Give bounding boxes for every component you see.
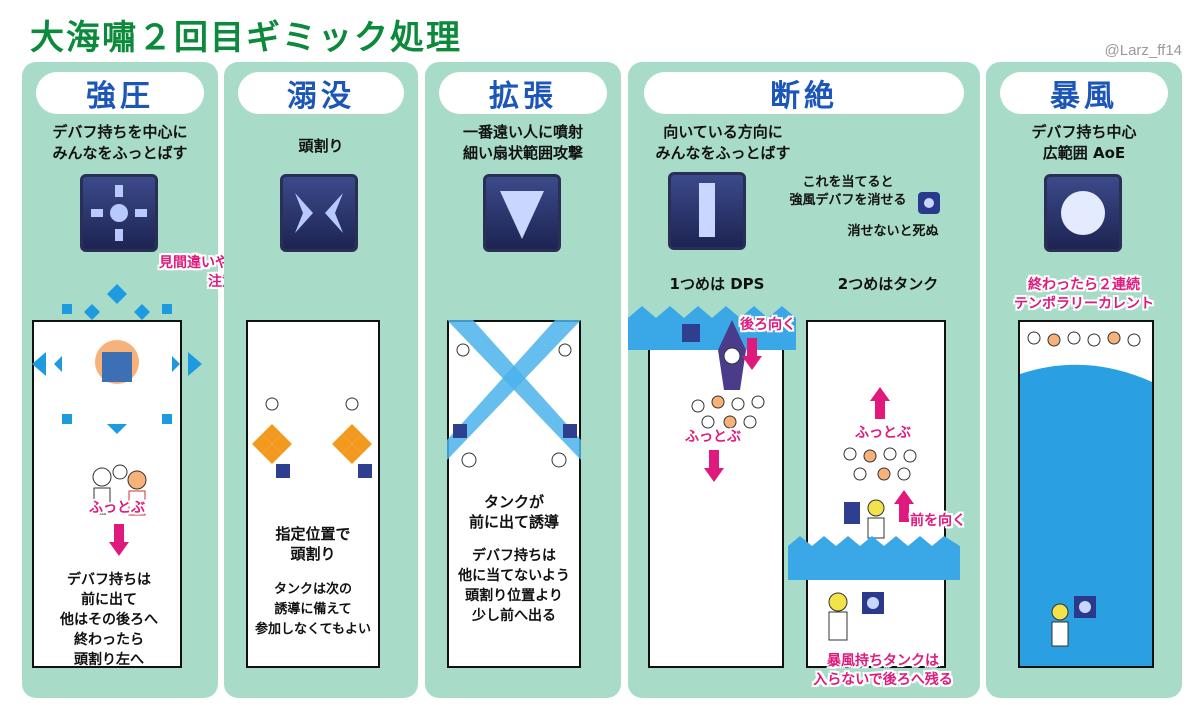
face-front-label: 前を向く — [910, 513, 966, 529]
panel-title: 暴風 — [1000, 72, 1168, 114]
first-target-label: 1つめは DPS — [669, 275, 765, 293]
gale-tank-graphic — [828, 592, 884, 641]
knockback-label: ふっとぶ — [855, 425, 911, 441]
wave-wall-second-graphic — [788, 536, 960, 580]
knockback-label: ふっとぶ — [89, 500, 145, 516]
knockback-label: ふっとぶ — [685, 429, 741, 445]
panel-dekibotsu: 溺没 頭割り 指定位置で頭割り タンクは次の誘導に備えて参加しなくてもよい — [224, 62, 418, 698]
panel-kakucho: 拡張 一番遠い人に噴射細い扇状範囲攻撃 タンクが前に出て誘導 デバフ持ちは他に当… — [425, 62, 621, 698]
explanation-text: タンクが前に出て誘導 — [468, 493, 559, 531]
panel-description: デバフ持ちを中心にみんなをふっとばす — [52, 123, 188, 162]
arena-field — [447, 320, 581, 668]
author-credit: @Larz_ff14 — [1104, 42, 1183, 59]
up-arrow-icon — [894, 490, 914, 522]
followup-note: 終わったら２連続テンポラリーカレント — [1014, 277, 1154, 312]
cone-attack-graphic — [447, 320, 581, 468]
page-title: 大海嘯２回目ギミック処理 — [30, 18, 462, 58]
up-arrow-icon — [870, 387, 890, 419]
face-back-label: 後ろ向く — [740, 317, 796, 333]
party-group-graphic — [92, 464, 147, 516]
panel-danzetsu: 断絶 向いている方向にみんなをふっとばす これを当てると強風デバフを消せる 消せ… — [628, 62, 980, 698]
debuff-pressure-icon — [80, 174, 158, 252]
debuff-severance-icon — [668, 172, 746, 250]
panel-bofu: 暴風 デバフ持ち中心広範囲 AoE 終わったら２連続テンポラリーカレント — [986, 62, 1182, 698]
debuff-gale-icon — [1044, 174, 1122, 252]
down-arrow-icon — [742, 338, 762, 370]
tank-note-text: タンクは次の誘導に備えて参加しなくてもよい — [255, 582, 371, 637]
panel-title: 拡張 — [439, 72, 607, 114]
panel-title: 溺没 — [238, 72, 404, 114]
panel-description: 頭割り — [298, 137, 344, 155]
tank-party-group-graphic — [843, 447, 917, 539]
panel-description: 向いている方向にみんなをふっとばす — [655, 123, 791, 162]
explanation-text: 指定位置で頭割り — [275, 525, 351, 563]
down-arrow-icon — [109, 524, 129, 556]
gale-debuff-icon — [918, 192, 940, 214]
panel-kyoatsu: 強圧 デバフ持ちを中心にみんなをふっとばす 見間違いやすいので注意 ふっとぶ デ… — [22, 62, 285, 698]
arena-field-first — [648, 320, 784, 668]
second-target-label: 2つめはタンク — [837, 275, 939, 293]
panel-title: 強圧 — [36, 72, 204, 114]
stack-markers-graphic — [252, 397, 372, 478]
dps-boss-group-graphic — [682, 320, 765, 429]
down-arrow-icon — [704, 450, 724, 482]
aoe-water-graphic — [1020, 331, 1152, 666]
debuff-note-text: デバフ持ちは他に当てないよう頭割り位置より少し前へ出る — [458, 548, 570, 624]
debuff-expansion-icon — [483, 174, 561, 252]
knockback-arrows-graphic — [32, 284, 202, 434]
death-note-text: 消せないと死ぬ — [847, 224, 939, 239]
side-note-text: これを当てると強風デバフを消せる — [789, 175, 907, 208]
debuff-drowning-icon — [280, 174, 358, 252]
panel-title: 断絶 — [644, 72, 964, 114]
tank-stay-note: 暴風持ちタンクは入らないで後ろへ残る — [813, 653, 953, 688]
arena-field — [246, 320, 380, 668]
panel-description: 一番遠い人に噴射細い扇状範囲攻撃 — [462, 123, 583, 162]
explanation-text: デバフ持ちは前に出て他はその後ろへ終わったら頭割り左へ — [60, 572, 158, 668]
panel-description: デバフ持ち中心広範囲 AoE — [1031, 123, 1137, 162]
